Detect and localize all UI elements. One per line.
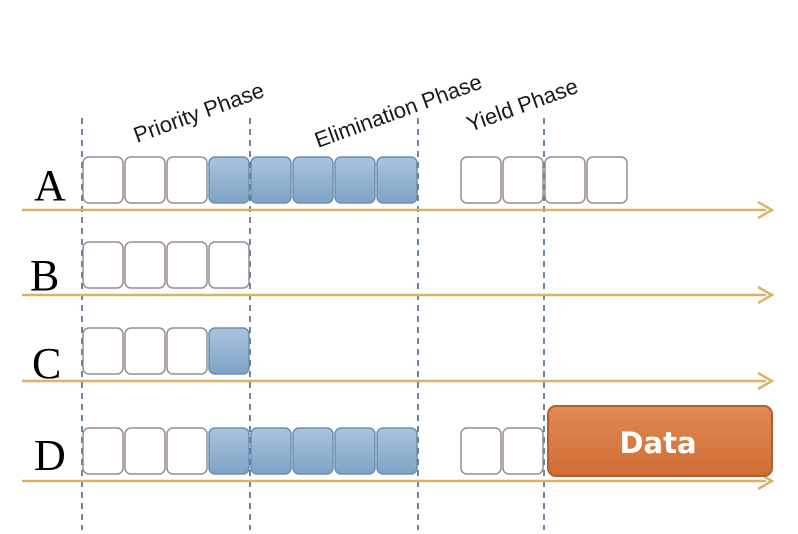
data-label: Data (619, 426, 696, 460)
empty-slot (502, 156, 544, 204)
phase-label-priority: Priority Phase (130, 77, 267, 147)
slot-boxes (82, 156, 628, 475)
filled-slot (208, 156, 250, 204)
phase-label-elimination: Elimination Phase (311, 69, 485, 153)
data-block: Data (547, 405, 773, 477)
row-label-d: D (34, 431, 66, 480)
empty-slot (124, 156, 166, 204)
filled-slot (250, 156, 292, 204)
empty-slot (208, 241, 250, 289)
row-label-b: B (30, 251, 59, 300)
row-label-a: A (34, 161, 66, 210)
empty-slot (82, 327, 124, 375)
filled-slot (376, 156, 418, 204)
filled-slot (376, 427, 418, 475)
empty-slot (166, 427, 208, 475)
empty-slot (82, 427, 124, 475)
filled-slot (334, 156, 376, 204)
empty-slot (166, 327, 208, 375)
empty-slot (544, 156, 586, 204)
empty-slot (124, 427, 166, 475)
timeline-arrow-c (22, 371, 775, 391)
empty-slot (166, 241, 208, 289)
empty-slot (82, 156, 124, 204)
filled-slot (334, 427, 376, 475)
filled-slot (208, 427, 250, 475)
timeline-arrow-b (22, 285, 775, 305)
timelines (22, 200, 775, 491)
filled-slot (208, 327, 250, 375)
filled-slot (292, 156, 334, 204)
empty-slot (502, 427, 544, 475)
empty-slot (586, 156, 628, 204)
row-label-c: C (32, 339, 61, 388)
timeline-arrow-a (22, 200, 775, 220)
filled-slot (250, 427, 292, 475)
empty-slot (460, 156, 502, 204)
empty-slot (166, 156, 208, 204)
phase-dividers (81, 118, 545, 530)
empty-slot (124, 241, 166, 289)
empty-slot (460, 427, 502, 475)
filled-slot (292, 427, 334, 475)
empty-slot (82, 241, 124, 289)
empty-slot (124, 327, 166, 375)
